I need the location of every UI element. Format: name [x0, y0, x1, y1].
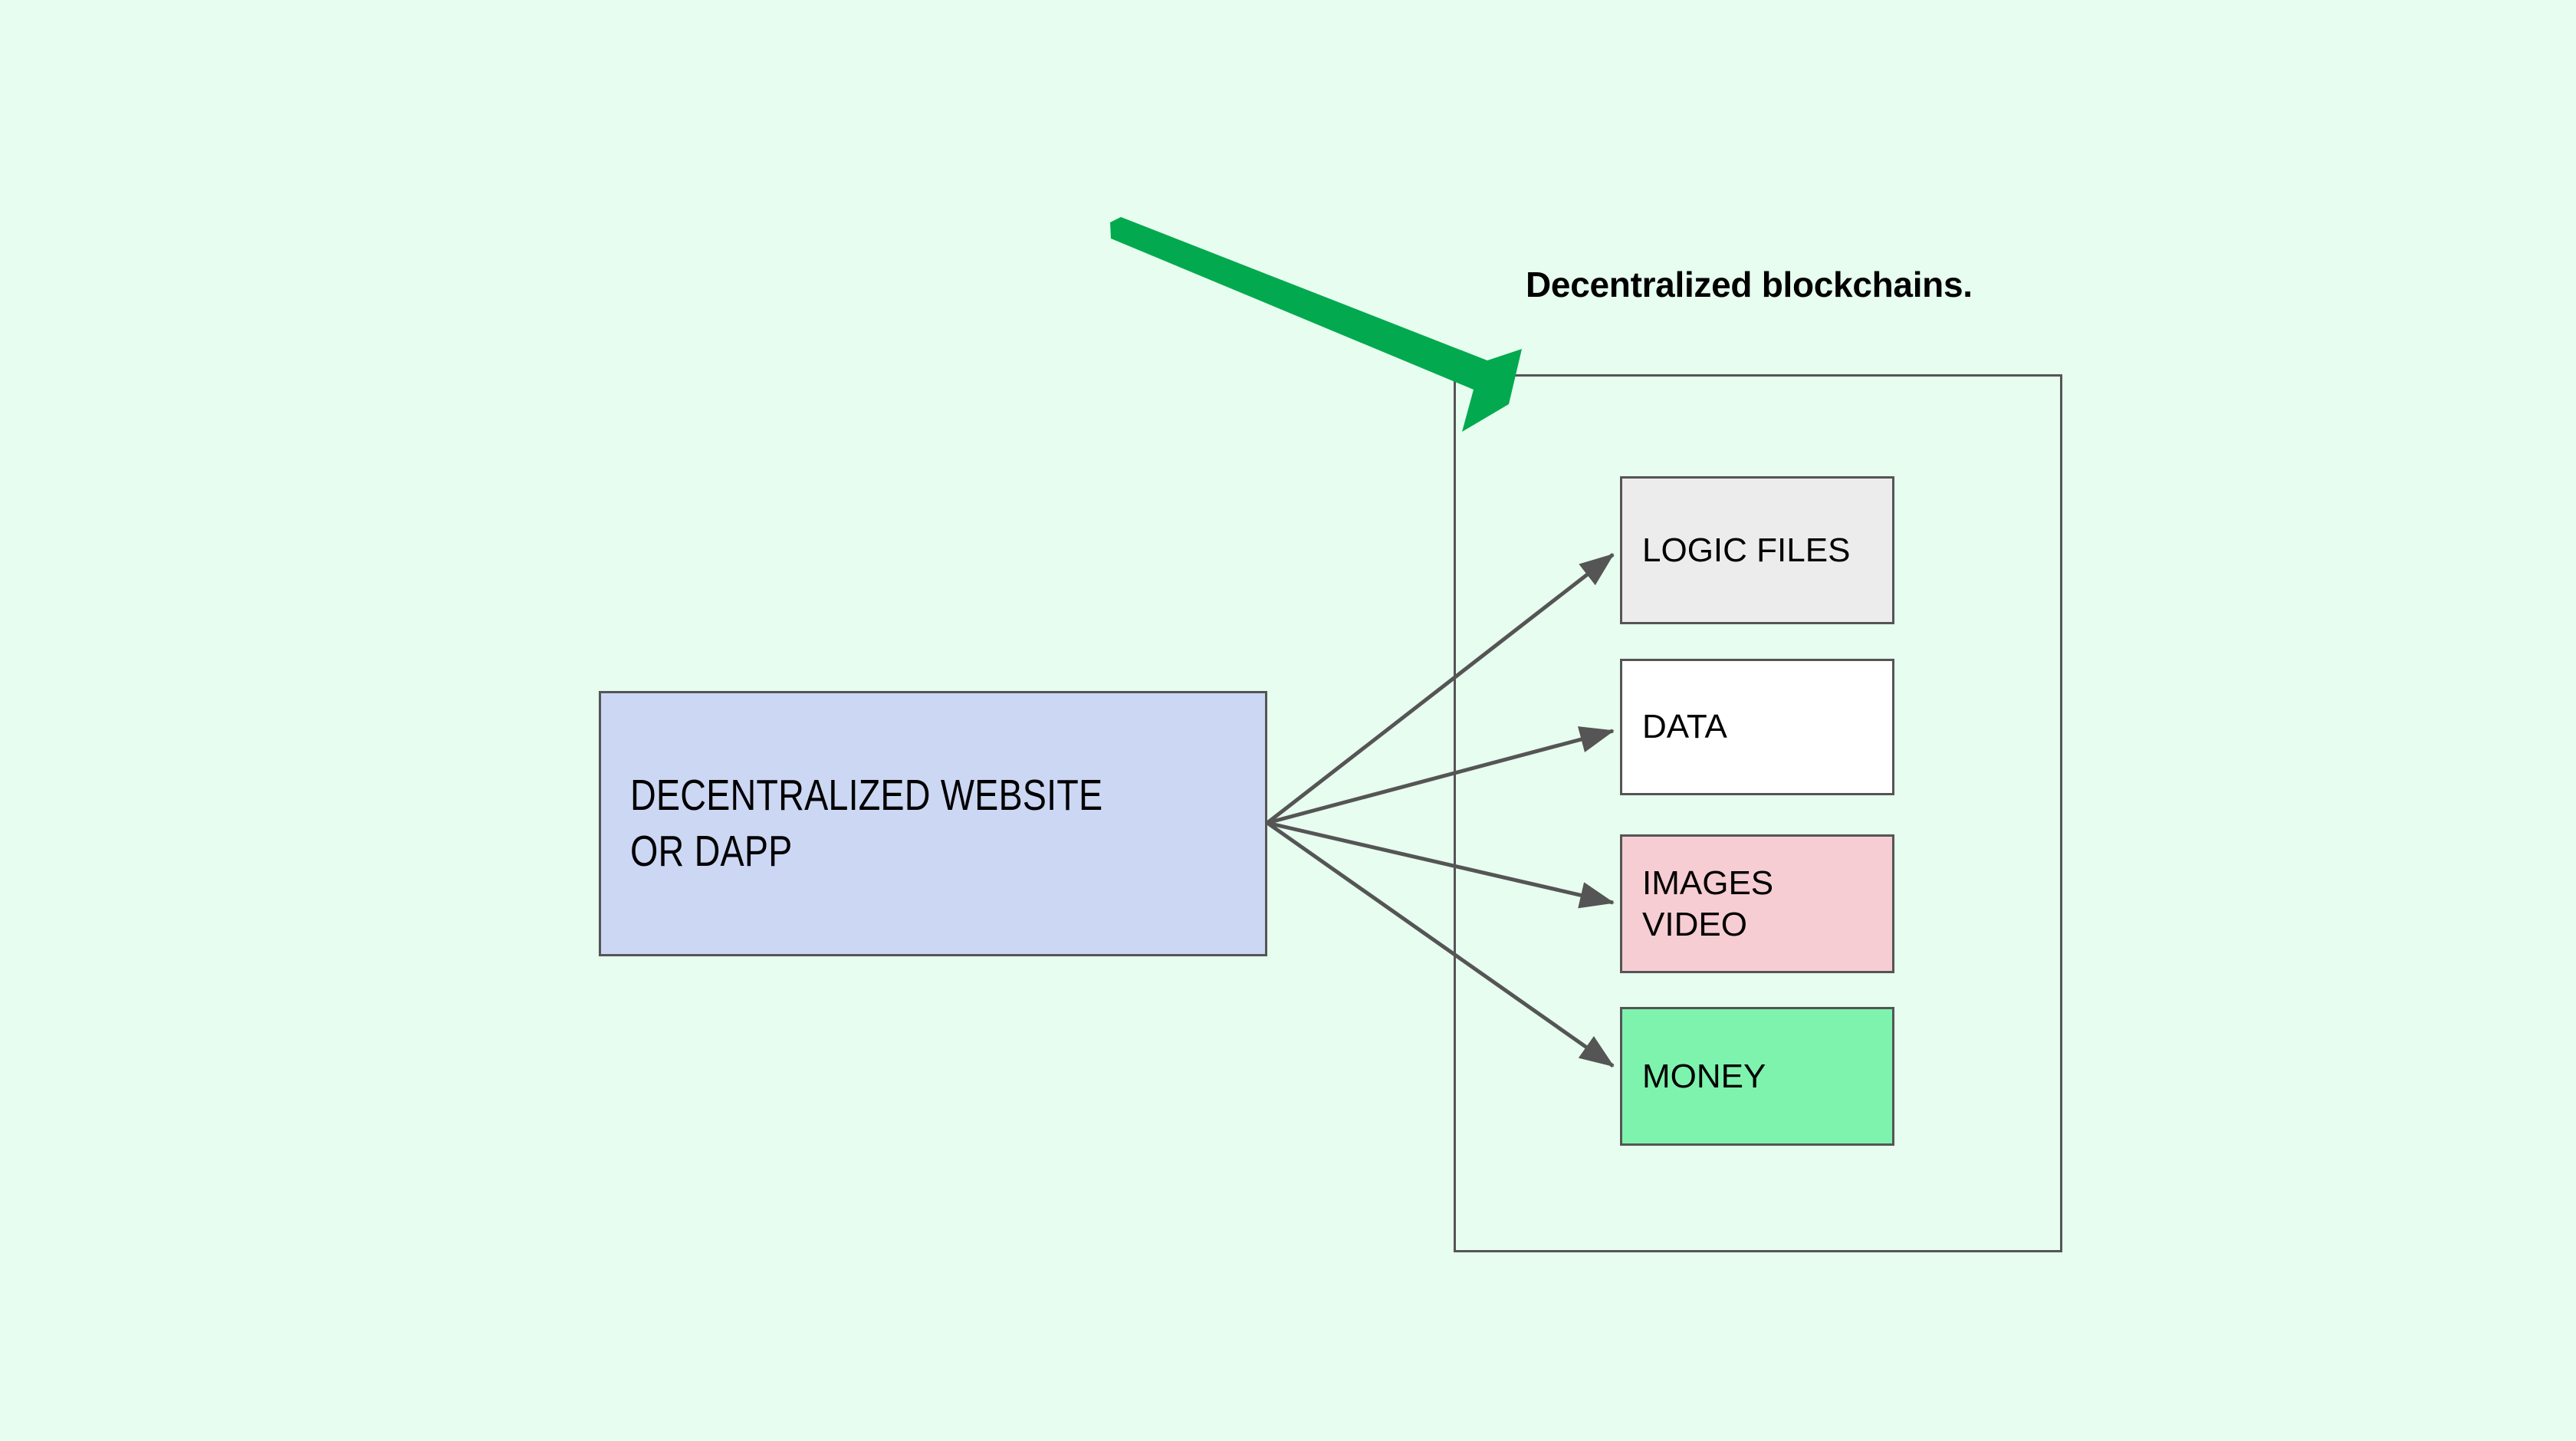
node-label: IMAGES VIDEO	[1642, 864, 1774, 943]
page-title: Decentralized blockchains.	[1526, 265, 1973, 304]
node-data[interactable]: DATA	[1620, 659, 1894, 795]
node-decentralized-website-or-dapp[interactable]: DECENTRALIZED WEBSITE OR DAPP	[599, 691, 1267, 956]
node-money[interactable]: MONEY	[1620, 1007, 1894, 1146]
node-label: LOGIC FILES	[1642, 531, 1851, 569]
node-images-video[interactable]: IMAGES VIDEO	[1620, 834, 1894, 973]
node-label: DATA	[1642, 708, 1727, 746]
node-label: DECENTRALIZED WEBSITE OR DAPP	[630, 771, 1103, 876]
node-logic-files[interactable]: LOGIC FILES	[1620, 476, 1894, 624]
node-label: MONEY	[1642, 1057, 1766, 1095]
